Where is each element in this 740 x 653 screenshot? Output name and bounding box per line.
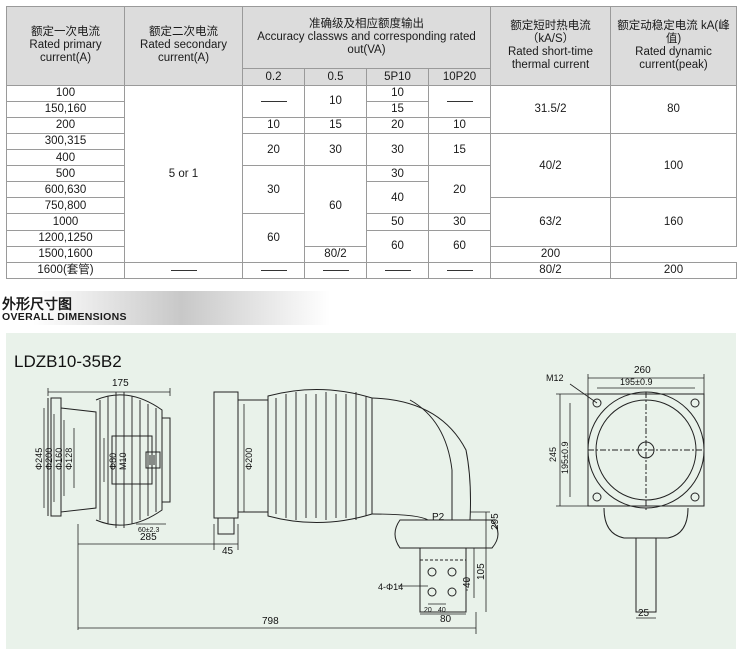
dim-285: 285	[140, 532, 157, 543]
left-dimension-lines	[43, 388, 245, 525]
dim-175: 175	[112, 378, 129, 389]
dim-260: 260	[634, 365, 651, 376]
dynamic-cell: 160	[610, 197, 737, 247]
dim-195-horizontal: 195±0.9	[620, 377, 652, 387]
dim-80: 80	[440, 614, 452, 625]
dim-phi200-inner: Φ200	[44, 448, 54, 470]
header-accuracy-class: 准确级及相应额度输出 Accuracy classws and correspo…	[242, 5, 491, 70]
dim-20: 20	[424, 607, 432, 614]
dim-40-vertical: 40	[462, 576, 473, 588]
section-heading-bar	[0, 291, 330, 325]
header-secondary-current: 额定二次电流 Rated secondary current(A)	[124, 6, 243, 86]
value-cell: 15	[428, 132, 491, 167]
dim-40-horizontal: 40	[438, 607, 446, 614]
model-title: LDZB10-35B2	[14, 352, 122, 371]
dim-195-vertical: 195±0.9	[560, 442, 570, 474]
dim-phi128: Φ128	[64, 448, 74, 470]
dim-m10: M10	[118, 452, 128, 470]
thermal-cell: 80/2	[490, 261, 611, 280]
thermal-cell: 80/2	[304, 245, 367, 263]
dim-m12: M12	[546, 373, 564, 383]
dim-245: 245	[548, 447, 558, 462]
thermal-cell: 31.5/2	[490, 84, 611, 134]
dynamic-cell: 200	[610, 261, 737, 280]
dim-295: 295	[490, 513, 501, 530]
section-subtitle: OVERALL DIMENSIONS	[2, 311, 127, 323]
value-cell: 60	[428, 229, 491, 263]
empty-dash-cell	[428, 261, 491, 280]
thermal-cell: 63/2	[490, 197, 611, 247]
header-primary-current: 额定一次电流 Rated primary current(A)	[6, 6, 125, 86]
class-header: 10P20	[428, 68, 491, 86]
header-thermal-current: 额定短时热电流（kA/S） Rated short-time thermal c…	[490, 6, 611, 86]
p2-label: P2	[432, 512, 445, 523]
class-header: 0.2	[242, 68, 305, 86]
value-cell: 30	[304, 132, 367, 167]
header-dynamic-current: 额定动稳定电流 kA(峰值) Rated dynamic current(pea…	[610, 6, 737, 86]
dynamic-cell: 100	[610, 132, 737, 199]
bottom-dimension-lines	[77, 511, 490, 634]
primary-current-cell: 1600(套管)	[6, 261, 125, 280]
value-cell: 30	[242, 165, 305, 215]
dim-60-tolerance: 60±2.3	[138, 527, 159, 534]
class-header: 0.5	[304, 68, 367, 86]
section-title: 外形尺寸图	[2, 297, 72, 313]
side-view-flange	[587, 391, 705, 613]
dim-105: 105	[476, 563, 487, 580]
transformer-body	[213, 388, 499, 613]
value-cell: 30	[366, 132, 429, 167]
value-cell: 40	[366, 181, 429, 215]
side-view-dimension-lines	[556, 374, 705, 619]
value-cell: 20	[366, 116, 429, 134]
class-header: 5P10	[366, 68, 429, 86]
empty-dash-cell	[124, 261, 243, 280]
secondary-current-cell: 5 or 1	[124, 84, 243, 263]
primary-current-cell: 100	[6, 84, 125, 102]
dynamic-cell: 80	[610, 84, 737, 134]
value-cell: 60	[242, 213, 305, 263]
dim-phi245: Φ245	[34, 448, 44, 470]
dim-798: 798	[262, 616, 279, 627]
dim-45: 45	[222, 546, 234, 557]
empty-dash-cell	[242, 84, 305, 118]
dim-phi80: Φ80	[108, 453, 118, 470]
ratings-table: 额定一次电流 Rated primary current(A) 额定二次电流 R…	[6, 5, 737, 280]
dim-25: 25	[638, 608, 650, 619]
primary-terminal-body	[47, 392, 171, 528]
dim-holes: 4-Φ14	[378, 582, 403, 592]
value-cell: 20	[428, 165, 491, 215]
primary-current-cell: 500	[6, 165, 125, 183]
dim-phi160: Φ160	[54, 448, 64, 470]
dim-phi200-body: Φ200	[244, 448, 254, 470]
